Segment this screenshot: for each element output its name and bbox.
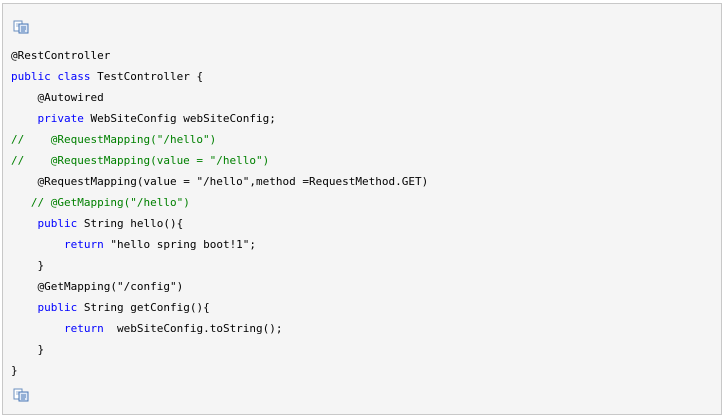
- code-line: @GetMapping("/config"): [11, 276, 428, 297]
- code-text: }: [37, 259, 45, 272]
- copy-code-button-bottom[interactable]: [13, 388, 29, 402]
- code-line: public String hello(){: [11, 213, 428, 234]
- copy-code-button-top[interactable]: [13, 20, 29, 34]
- code-line: public class TestController {: [11, 66, 428, 87]
- code-line: return webSiteConfig.toString();: [11, 318, 428, 339]
- code-text: @RestController: [11, 49, 111, 62]
- code-keyword: public: [37, 217, 78, 230]
- code-text: WebSiteConfig webSiteConfig;: [83, 112, 276, 125]
- code-indent: [11, 259, 38, 272]
- code-comment: // @RequestMapping("/hello"): [11, 133, 217, 146]
- code-line: // @RequestMapping(value = "/hello"): [11, 150, 428, 171]
- code-text: String getConfig(){: [77, 301, 210, 314]
- code-indent: [11, 91, 38, 104]
- code-indent: [11, 112, 38, 125]
- code-comment: // @GetMapping("/hello"): [30, 196, 190, 209]
- code-text: "hello spring boot!1";: [103, 238, 257, 251]
- code-indent: [11, 343, 38, 356]
- code-text: @GetMapping("/config"): [37, 280, 184, 293]
- code-line: // @GetMapping("/hello"): [11, 192, 428, 213]
- code-line: @RequestMapping(value = "/hello",method …: [11, 171, 429, 192]
- code-line: @RestController: [11, 45, 428, 66]
- code-text: @RequestMapping(value = "/hello",method …: [37, 175, 429, 188]
- code-indent: [11, 175, 38, 188]
- code-text: String hello(){: [77, 217, 184, 230]
- copy-icon: [13, 388, 29, 402]
- code-keyword: public class: [11, 70, 91, 83]
- code-text: @Autowired: [37, 91, 104, 104]
- code-keyword: return: [63, 322, 104, 335]
- code-text: }: [11, 364, 18, 377]
- code-indent: [11, 217, 38, 230]
- copy-icon: [13, 20, 29, 34]
- code-text: TestController {: [90, 70, 204, 83]
- code-indent: [11, 280, 38, 293]
- code-keyword: private: [37, 112, 84, 125]
- code-line: return "hello spring boot!1";: [11, 234, 428, 255]
- code-keyword: public: [37, 301, 78, 314]
- code-indent: [11, 301, 38, 314]
- code-indent: [11, 196, 31, 209]
- code-line: }: [11, 255, 428, 276]
- code-content: @RestController public class TestControll…: [11, 45, 428, 381]
- code-line: // @RequestMapping("/hello"): [11, 129, 428, 150]
- code-indent: [11, 238, 64, 251]
- code-keyword: return: [63, 238, 104, 251]
- code-comment: // @RequestMapping(value = "/hello"): [11, 154, 270, 167]
- code-line: }: [11, 339, 428, 360]
- code-line: private WebSiteConfig webSiteConfig;: [11, 108, 428, 129]
- code-text: webSiteConfig.toString();: [103, 322, 283, 335]
- code-line: }: [11, 360, 428, 381]
- code-line: @Autowired: [11, 87, 428, 108]
- code-line: public String getConfig(){: [11, 297, 428, 318]
- code-text: }: [37, 343, 45, 356]
- code-indent: [11, 322, 64, 335]
- code-block: @RestController public class TestControll…: [2, 3, 722, 415]
